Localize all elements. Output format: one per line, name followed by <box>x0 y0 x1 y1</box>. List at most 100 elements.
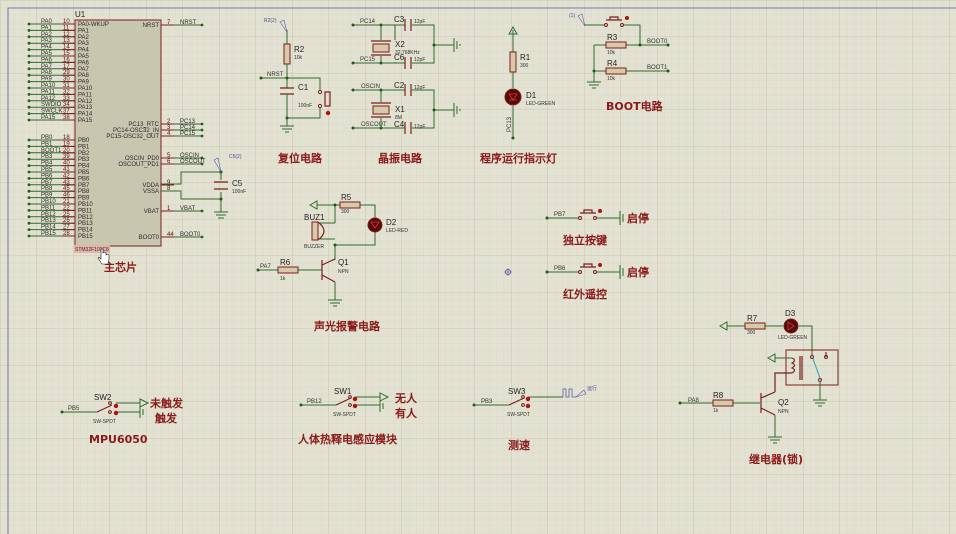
alarm-circuit[interactable]: R5 300 D2 LED-RED BUZ1 BUZZER PA7 R6 1k … <box>256 193 409 333</box>
pin-net-label: PA2 <box>41 32 53 38</box>
pin-name: PB0 <box>78 138 90 144</box>
r3-ref: R3 <box>607 33 618 42</box>
r5-value: 300 <box>341 209 350 215</box>
ground-icon <box>619 211 624 225</box>
pin-net-label: PB6 <box>41 173 53 179</box>
pin-net-label: PB13 <box>41 218 56 224</box>
mpu-circuit[interactable]: PB5 SW2 SW-SPDT 未触发 触发 MPU6050 <box>60 393 184 446</box>
pin-name: PA2 <box>78 35 90 41</box>
pin-name: PB8 <box>78 189 90 195</box>
boot-circuit[interactable]: (1) R3 10k R4 10k BOOT0 BOOT1 BOOT电路 <box>569 13 670 113</box>
pin-name: PA15 <box>78 118 93 124</box>
key-circuit[interactable]: PB7 启停 独立按键 <box>545 209 650 247</box>
ir-circuit[interactable]: PB6 启停 红外遥控 <box>545 263 650 301</box>
buz1-value: BUZZER <box>304 244 324 250</box>
run-led-circuit[interactable]: R1 300 D1 LED-GREEN PC13 程序运行指示灯 <box>480 25 557 165</box>
pin-name: PA13 <box>78 105 93 111</box>
r6-value: 1k <box>280 276 286 282</box>
net-boot1: BOOT1 <box>647 65 668 71</box>
pin-name: PC15-OSC32_OUT <box>106 134 159 140</box>
buz1-ref: BUZ1 <box>304 213 325 222</box>
reset-caption: 复位电路 <box>277 151 323 165</box>
pin-name: PB14 <box>78 228 93 234</box>
c5-capacitor[interactable]: C5 100nF C5(2) <box>161 154 246 219</box>
pin-net-label: PA12 <box>41 96 56 102</box>
crystal-circuit[interactable]: PC14 PC15 X2 32.768KHz C3 12pF C6 12pF O… <box>351 15 461 165</box>
sw2-ref: SW2 <box>94 393 112 402</box>
sw1-value: SW-SPDT <box>333 412 356 418</box>
pin-net-label: PA7 <box>41 64 53 70</box>
net-pc14: PC14 <box>360 19 376 25</box>
probe-icon <box>279 19 288 33</box>
speed-circuit[interactable]: PB3 SW3 SW-SPDT 运行 测速 <box>472 385 598 452</box>
r4-ref: R4 <box>607 59 618 68</box>
pin-number: 14 <box>63 45 70 51</box>
hand-cursor-icon <box>97 248 110 265</box>
reset-circuit[interactable]: R2(2) R2 10k NRST C1 100nF 复位电路 <box>259 18 331 165</box>
r7-value: 300 <box>747 330 756 336</box>
pin-name: PB12 <box>78 215 93 221</box>
pin-number: 39 <box>63 154 70 160</box>
d1-value: LED-GREEN <box>526 101 556 107</box>
pin-number: 1 <box>167 206 171 212</box>
r7-ref: R7 <box>747 314 758 323</box>
pin-net-label: PC13 <box>180 119 196 125</box>
pin-name: VDDA <box>142 183 159 189</box>
pin-net-label: PA6 <box>41 57 53 63</box>
pin-number: 19 <box>63 141 70 147</box>
ground-icon <box>587 81 601 89</box>
pir-net: PB12 <box>307 399 322 405</box>
pin-number: 21 <box>63 199 70 205</box>
pin-net-label: PA9 <box>41 77 53 83</box>
pir-circuit[interactable]: PB12 SW1 SW-SPDT 无人 有人 人体热释电感应模块 <box>298 387 418 446</box>
ground-icon <box>453 103 461 117</box>
pin-name: PB7 <box>78 183 90 189</box>
r2-ref: R2 <box>294 45 305 54</box>
relay-circuit[interactable]: R7 300 D3 LED-GREEN PA8 R8 1k Q2 NPN 继电器… <box>678 309 839 466</box>
d1-ref: D1 <box>526 91 537 100</box>
